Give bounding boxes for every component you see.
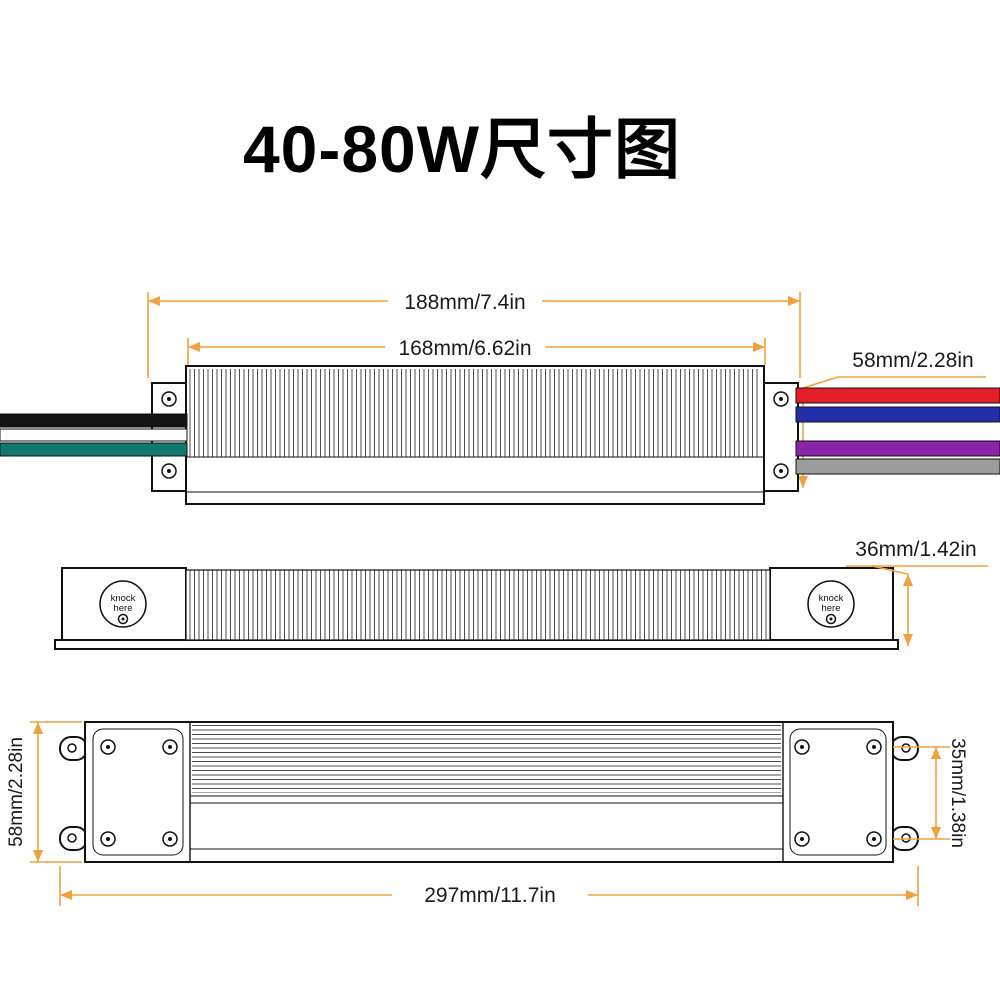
- screw-hole-center: [167, 469, 171, 473]
- mounting-tabs: [59, 736, 919, 851]
- screw-hole-center: [872, 837, 876, 841]
- screw-hole-center: [167, 397, 171, 401]
- dim-device-width: 58mm/2.28in: [798, 349, 986, 488]
- knockout-circle: [807, 580, 855, 628]
- screw-hole-center: [106, 745, 110, 749]
- dim-inner-width-label: 35mm/1.38in: [947, 738, 968, 848]
- fin-texture: [189, 369, 761, 457]
- base-plate: [54, 639, 899, 650]
- knockout-label: knock: [111, 593, 136, 604]
- dim-overall-length-label: 188mm/7.4in: [404, 291, 525, 314]
- screw-hole-center: [779, 469, 783, 473]
- output-wires: [795, 387, 1000, 475]
- leader-line: [871, 565, 909, 575]
- knockout-left: knock here: [99, 580, 147, 628]
- knockout-label: knock: [819, 593, 844, 604]
- dim-overall-bottom-length-label: 297mm/11.7in: [424, 884, 556, 907]
- mounting-bracket-right: [763, 382, 799, 492]
- output-wire-purple: [795, 440, 1000, 457]
- dim-bottom-width-label: 58mm/2.28in: [6, 737, 27, 847]
- dim-side-height: 36mm/1.42in: [846, 538, 988, 646]
- fin-texture-bottom: [192, 725, 781, 793]
- tab-hole: [901, 743, 911, 753]
- screw-hole-center: [872, 745, 876, 749]
- screw-holes-left: [100, 739, 178, 847]
- tab-hole: [67, 833, 77, 843]
- screw-hole-center: [800, 745, 804, 749]
- knockout-label: here: [821, 603, 840, 614]
- plate-inset-right: [789, 728, 887, 856]
- input-wire-black: [0, 413, 188, 428]
- bottom-view: 58mm/2.28in 35mm/1.38in 297mm/11.7in: [6, 721, 968, 907]
- dim-bottom-width: 58mm/2.28in: [6, 721, 82, 863]
- tab-hole: [901, 833, 911, 843]
- input-wire-white: [0, 428, 188, 442]
- page-title: 40-80W尺寸图: [243, 112, 681, 186]
- input-wire-green: [0, 442, 188, 457]
- output-wire-gray: [795, 458, 1000, 475]
- screw-hole-center: [106, 837, 110, 841]
- knockout-label: here: [113, 603, 132, 614]
- leader-line: [802, 376, 839, 389]
- tab-hole: [67, 743, 77, 753]
- fin-texture-side: [185, 569, 771, 641]
- dim-overall-bottom-length: 297mm/11.7in: [59, 866, 919, 907]
- side-view: knock here knock here 36mm/1.42in: [54, 538, 988, 650]
- plate-inset-left: [92, 728, 184, 856]
- dim-inner-width: 35mm/1.38in: [893, 738, 968, 848]
- pilot-hole-center: [121, 617, 125, 621]
- pilot-hole-center: [829, 617, 833, 621]
- output-wire-blue: [795, 406, 1000, 423]
- dim-body-length: 168mm/6.62in: [187, 337, 766, 365]
- dim-body-length-label: 168mm/6.62in: [398, 337, 531, 360]
- dim-side-height-label: 36mm/1.42in: [855, 538, 976, 561]
- dim-device-width-label: 58mm/2.28in: [852, 349, 973, 372]
- top-view: 188mm/7.4in 168mm/6.62in 58mm/2.28in: [0, 291, 1000, 505]
- screw-hole-center: [800, 837, 804, 841]
- input-wires: [0, 413, 188, 457]
- knockout-right: knock here: [807, 580, 855, 628]
- screw-hole-center: [168, 837, 172, 841]
- screw-hole-center: [168, 745, 172, 749]
- screw-hole-center: [779, 397, 783, 401]
- output-wire-red: [795, 387, 1000, 404]
- dim-overall-length: 188mm/7.4in: [147, 291, 801, 378]
- knockout-circle: [99, 580, 147, 628]
- screw-holes-right: [794, 739, 882, 847]
